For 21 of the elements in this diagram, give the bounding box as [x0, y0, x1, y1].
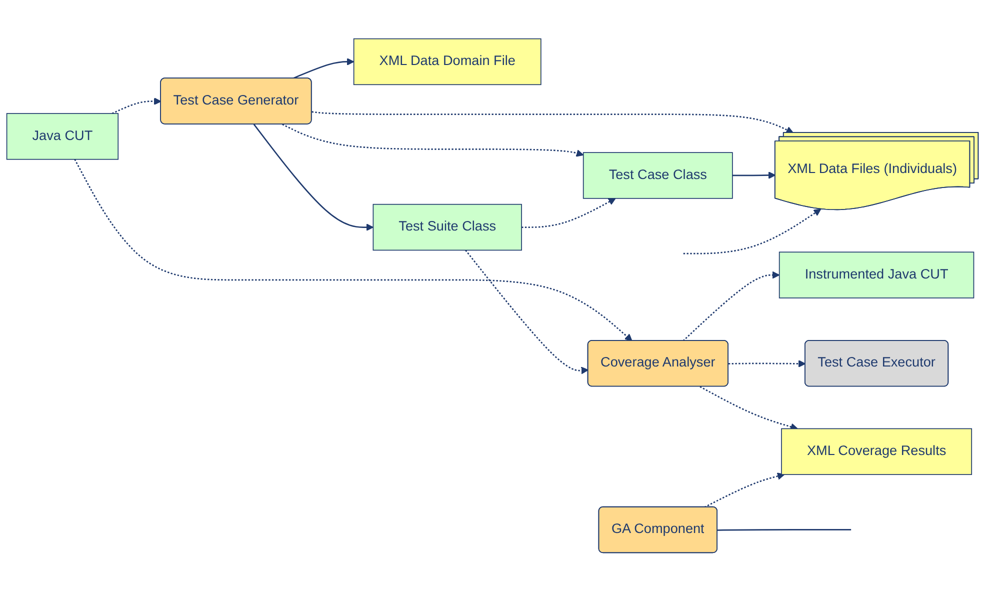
connector — [717, 529, 852, 532]
arrow — [282, 124, 584, 158]
arrow — [465, 250, 589, 374]
node-box: XML Data Domain File — [353, 38, 542, 86]
arrow — [312, 111, 794, 134]
node-box: XML Coverage Results — [781, 428, 972, 476]
arrow — [682, 272, 780, 342]
arrow — [522, 198, 616, 228]
arrow — [74, 159, 632, 342]
node-box: Test Case Class — [582, 152, 733, 200]
arrow — [732, 172, 776, 180]
arrow — [704, 472, 785, 508]
arrow — [728, 360, 806, 368]
node-box: Instrumented Java CUT — [778, 252, 974, 299]
node-box: Test Suite Class — [372, 204, 522, 251]
arrow — [112, 98, 162, 114]
arrow — [683, 209, 822, 255]
node-box: Java CUT — [6, 113, 119, 160]
arrow — [700, 386, 798, 431]
arrow — [292, 58, 354, 80]
arrow — [253, 124, 374, 232]
